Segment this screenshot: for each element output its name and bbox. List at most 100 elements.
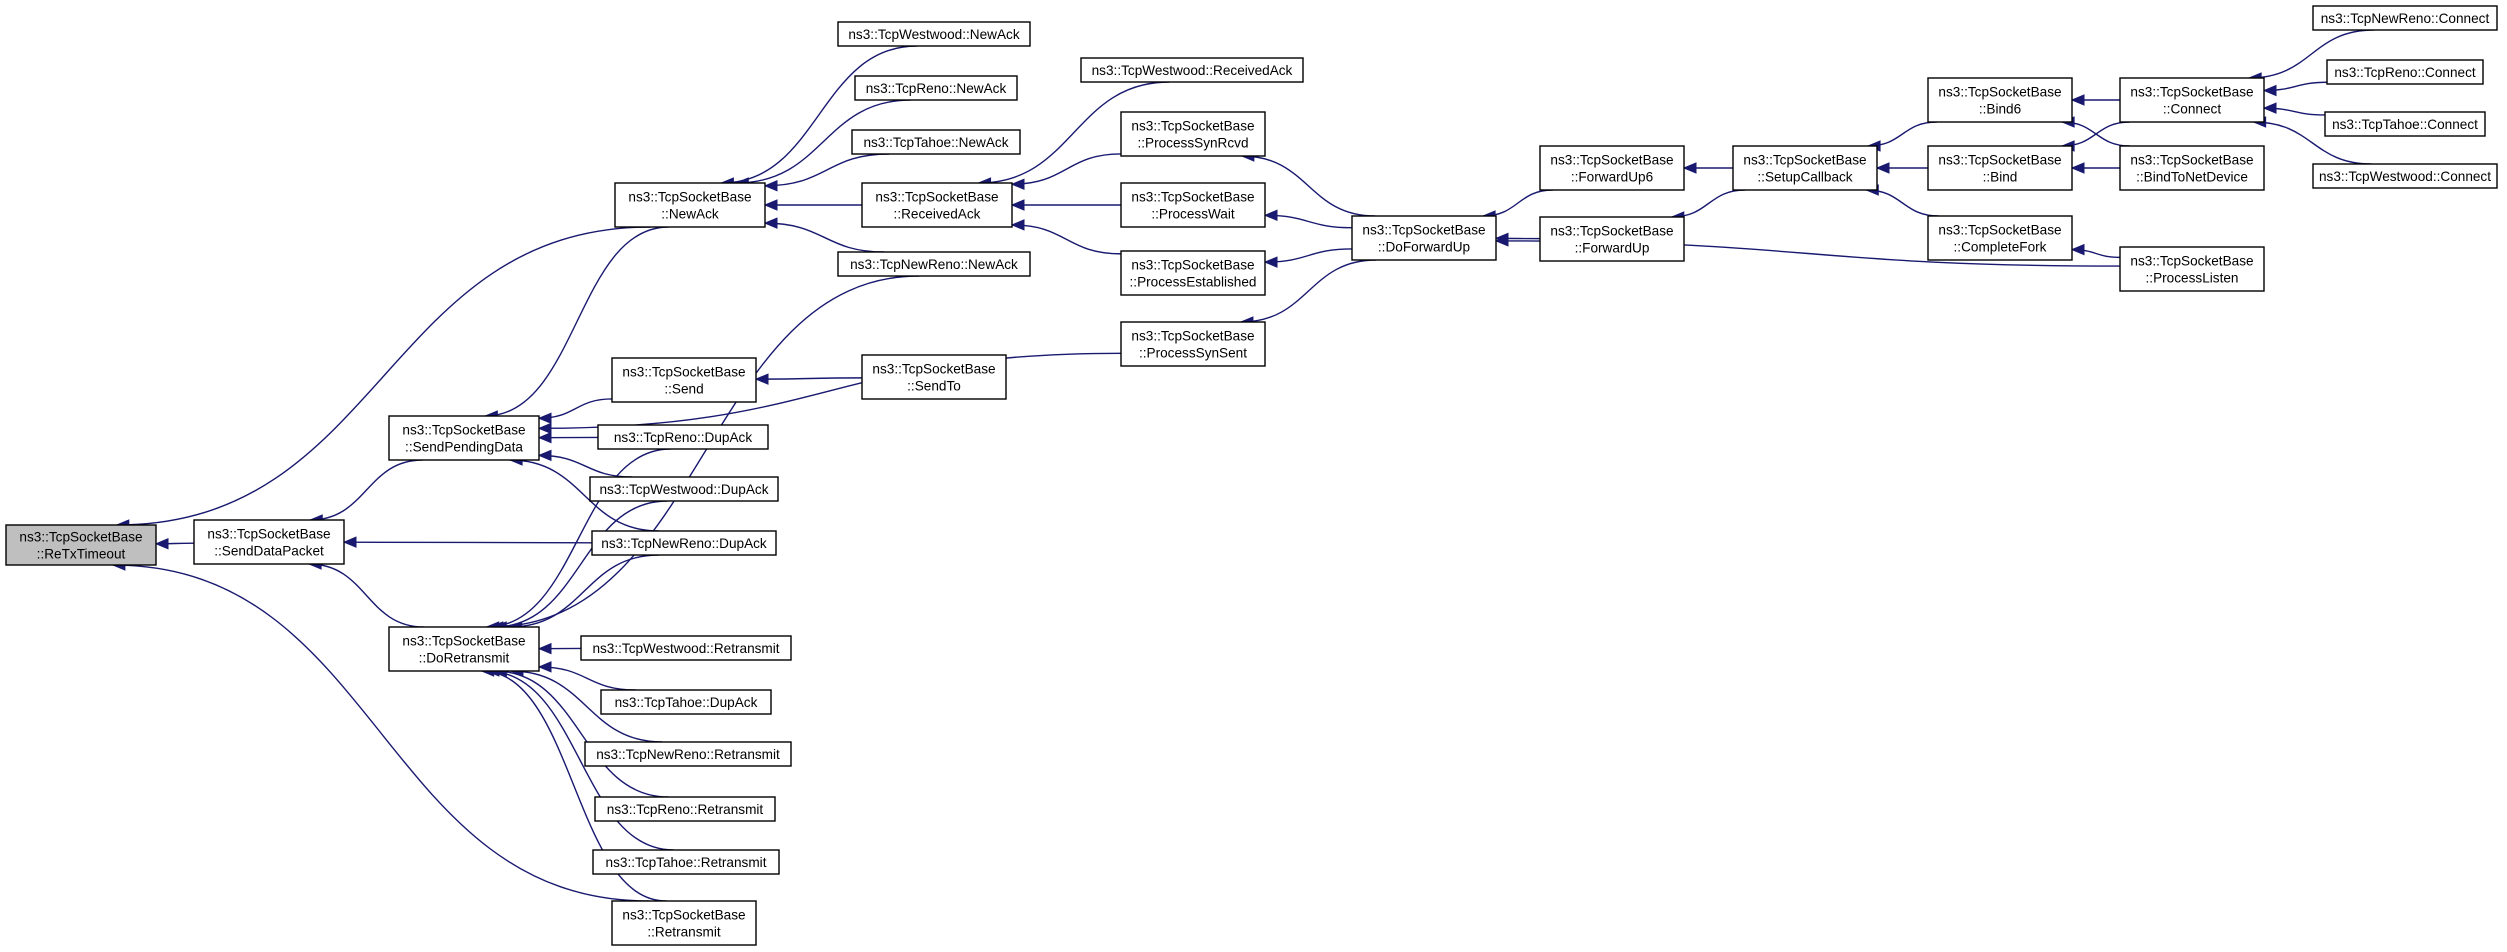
arrowhead-processestablished-to-receivedack xyxy=(1010,219,1025,231)
node-label-processsynsent-1: ::ProcessSynSent xyxy=(1139,346,1247,361)
node-sendto[interactable]: ns3::TcpSocketBase::SendTo xyxy=(861,354,1007,400)
arrowhead-processlisten-to-completefork xyxy=(2070,243,2085,256)
node-box-newreno_retransmit xyxy=(584,741,792,767)
arrowhead-processsynsent-to-sendpendingdata xyxy=(537,422,552,435)
node-label-reno_newack-0: ns3::TcpReno::NewAck xyxy=(866,81,1007,96)
node-label-processlisten-1: ::ProcessListen xyxy=(2146,271,2239,286)
arrowhead-setupcallback-to-forwardup6 xyxy=(1682,162,1697,174)
node-completefork[interactable]: ns3::TcpSocketBase::CompleteFork xyxy=(1927,215,2073,261)
node-box-forwardup6 xyxy=(1539,145,1685,191)
node-westwood_connect[interactable]: ns3::TcpWestwood::Connect xyxy=(2312,163,2498,189)
node-processlisten[interactable]: ns3::TcpSocketBase::ProcessListen xyxy=(2119,246,2265,292)
node-retransmit[interactable]: ns3::TcpSocketBase::Retransmit xyxy=(611,900,757,946)
node-send[interactable]: ns3::TcpSocketBase::Send xyxy=(611,357,757,403)
node-senddatapacket[interactable]: ns3::TcpSocketBase::SendDataPacket xyxy=(193,519,345,565)
node-processsynsent[interactable]: ns3::TcpSocketBase::ProcessSynSent xyxy=(1120,321,1266,367)
edge-processsynsent-to-sendpendingdata xyxy=(538,352,1122,430)
node-box-receivedack xyxy=(861,182,1013,228)
node-label-completefork-1: ::CompleteFork xyxy=(1954,240,2047,255)
node-box-newack xyxy=(614,182,766,228)
node-newack[interactable]: ns3::TcpSocketBase::NewAck xyxy=(614,182,766,228)
arrowhead-send-to-sendpendingdata xyxy=(537,412,552,424)
node-box-completefork xyxy=(1927,215,2073,261)
node-box-westwood_retransmit xyxy=(580,635,792,661)
node-connect[interactable]: ns3::TcpSocketBase::Connect xyxy=(2119,77,2265,123)
node-label-sendpendingdata-0: ns3::TcpSocketBase xyxy=(402,423,525,438)
node-label-westwood_retransmit-0: ns3::TcpWestwood::Retransmit xyxy=(592,641,779,656)
node-tahoe_dupack[interactable]: ns3::TcpTahoe::DupAck xyxy=(600,689,772,715)
edge-newreno_newack-to-doretransmit xyxy=(490,275,920,628)
edge-westwood_receivedack-to-receivedack xyxy=(978,81,1170,184)
node-reno_connect[interactable]: ns3::TcpReno::Connect xyxy=(2326,59,2484,85)
node-sendpendingdata[interactable]: ns3::TcpSocketBase::SendPendingData xyxy=(388,415,540,461)
node-doretransmit[interactable]: ns3::TcpSocketBase::DoRetransmit xyxy=(388,626,540,672)
node-box-reno_dupack xyxy=(597,424,769,450)
node-label-retxtimeout-1: ::ReTxTimeout xyxy=(37,547,126,562)
node-box-bind6 xyxy=(1927,77,2073,123)
node-processwait[interactable]: ns3::TcpSocketBase::ProcessWait xyxy=(1120,182,1266,228)
edge-doforwardup-to-processsynsent xyxy=(1240,259,1377,323)
node-label-sendto-0: ns3::TcpSocketBase xyxy=(872,362,995,377)
node-bind6[interactable]: ns3::TcpSocketBase::Bind6 xyxy=(1927,77,2073,123)
node-label-processwait-1: ::ProcessWait xyxy=(1151,207,1235,222)
node-box-retxtimeout xyxy=(5,524,157,566)
edge-newreno_connect-to-connect xyxy=(2249,29,2374,79)
node-doforwardup[interactable]: ns3::TcpSocketBase::DoForwardUp xyxy=(1351,215,1497,261)
node-label-forwardup6-0: ns3::TcpSocketBase xyxy=(1550,153,1673,168)
edge-newreno_dupack-to-doretransmit xyxy=(509,554,660,628)
node-reno_retransmit[interactable]: ns3::TcpReno::Retransmit xyxy=(594,796,776,822)
arrowhead-reno_connect-to-connect xyxy=(2262,84,2277,97)
edge-newack-to-sendpendingdata xyxy=(485,226,669,417)
node-label-doforwardup-1: ::DoForwardUp xyxy=(1378,240,1470,255)
node-label-newack-1: ::NewAck xyxy=(661,207,719,222)
node-processsynrcvd[interactable]: ns3::TcpSocketBase::ProcessSynRcvd xyxy=(1120,111,1266,157)
node-newreno_newack[interactable]: ns3::TcpNewReno::NewAck xyxy=(837,251,1031,277)
node-westwood_dupack[interactable]: ns3::TcpWestwood::DupAck xyxy=(589,476,779,502)
node-processestablished[interactable]: ns3::TcpSocketBase::ProcessEstablished xyxy=(1120,250,1266,296)
node-label-connect-0: ns3::TcpSocketBase xyxy=(2130,85,2253,100)
node-label-bind6-1: ::Bind6 xyxy=(1979,102,2021,117)
arrowhead-processlisten-to-doforwardup xyxy=(1494,235,1509,247)
node-box-processwait xyxy=(1120,182,1266,228)
node-box-newreno_dupack xyxy=(591,530,777,556)
arrowhead-processsynrcvd-to-receivedack xyxy=(1010,178,1025,190)
edge-reno_retransmit-to-doretransmit xyxy=(494,670,669,798)
arrowhead-newreno_newack-to-newack xyxy=(763,217,778,229)
node-box-reno_connect xyxy=(2326,59,2484,85)
node-retxtimeout[interactable]: ns3::TcpSocketBase::ReTxTimeout xyxy=(5,524,157,566)
node-tahoe_connect[interactable]: ns3::TcpTahoe::Connect xyxy=(2324,111,2486,137)
node-westwood_newack[interactable]: ns3::TcpWestwood::NewAck xyxy=(837,21,1031,47)
node-label-bind6-0: ns3::TcpSocketBase xyxy=(1938,85,2061,100)
node-westwood_receivedack[interactable]: ns3::TcpWestwood::ReceivedAck xyxy=(1080,57,1304,83)
node-box-tahoe_retransmit xyxy=(592,849,780,875)
node-forwardup[interactable]: ns3::TcpSocketBase::ForwardUp xyxy=(1539,216,1685,262)
edge-newreno_retransmit-to-doretransmit xyxy=(510,670,663,743)
node-tahoe_newack[interactable]: ns3::TcpTahoe::NewAck xyxy=(851,129,1021,155)
node-label-newreno_connect-0: ns3::TcpNewReno::Connect xyxy=(2321,11,2490,26)
arrowhead-westwood_retransmit-to-doretransmit xyxy=(537,642,552,655)
edge-sendpendingdata-to-senddatapacket xyxy=(310,459,423,521)
node-westwood_retransmit[interactable]: ns3::TcpWestwood::Retransmit xyxy=(580,635,792,661)
node-receivedack[interactable]: ns3::TcpSocketBase::ReceivedAck xyxy=(861,182,1013,228)
arrowhead-bindtonetdevice-to-bind xyxy=(2070,162,2085,174)
node-newreno_retransmit[interactable]: ns3::TcpNewReno::Retransmit xyxy=(584,741,792,767)
node-setupcallback[interactable]: ns3::TcpSocketBase::SetupCallback xyxy=(1732,145,1878,191)
node-box-westwood_connect xyxy=(2312,163,2498,189)
edge-reno_dupack-to-doretransmit xyxy=(486,448,671,628)
node-label-processsynrcvd-1: ::ProcessSynRcvd xyxy=(1137,136,1248,151)
node-bind[interactable]: ns3::TcpSocketBase::Bind xyxy=(1927,145,2073,191)
node-label-send-1: ::Send xyxy=(664,382,703,397)
node-label-newack-0: ns3::TcpSocketBase xyxy=(628,190,751,205)
node-bindtonetdevice[interactable]: ns3::TcpSocketBase::BindToNetDevice xyxy=(2119,145,2265,191)
node-newreno_connect[interactable]: ns3::TcpNewReno::Connect xyxy=(2312,5,2498,31)
edge-reno_newack-to-newack xyxy=(736,99,911,184)
node-label-connect-1: ::Connect xyxy=(2163,102,2221,117)
node-label-reno_retransmit-0: ns3::TcpReno::Retransmit xyxy=(607,802,764,817)
node-forwardup6[interactable]: ns3::TcpSocketBase::ForwardUp6 xyxy=(1539,145,1685,191)
arrowhead-receivedack-to-newack xyxy=(763,199,778,211)
node-reno_dupack[interactable]: ns3::TcpReno::DupAck xyxy=(597,424,769,450)
node-reno_newack[interactable]: ns3::TcpReno::NewAck xyxy=(854,75,1018,101)
node-tahoe_retransmit[interactable]: ns3::TcpTahoe::Retransmit xyxy=(592,849,780,875)
node-newreno_dupack[interactable]: ns3::TcpNewReno::DupAck xyxy=(591,530,777,556)
node-box-tahoe_connect xyxy=(2324,111,2486,137)
